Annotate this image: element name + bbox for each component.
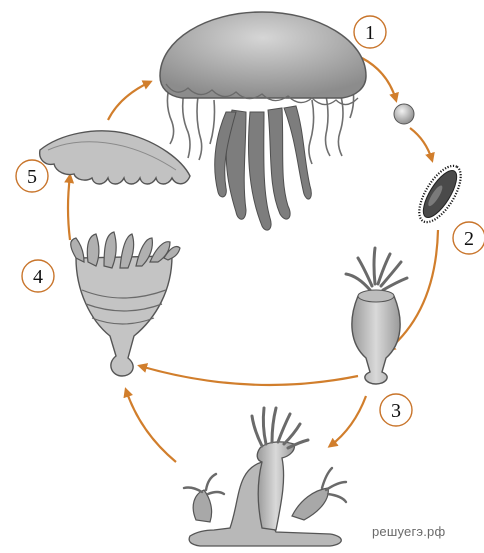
stage-label-2: 2 — [453, 222, 484, 254]
arrow-colony-to-strobila — [126, 390, 176, 462]
polyp-colony-illustration — [184, 408, 346, 546]
ephyra-illustration — [40, 131, 190, 184]
stage-label-1: 1 — [354, 16, 386, 48]
colony-right-bud — [292, 488, 328, 520]
svg-text:5: 5 — [27, 166, 37, 188]
arrow-strobila-to-ephyra — [68, 176, 70, 240]
egg-illustration — [394, 104, 414, 124]
svg-text:2: 2 — [464, 228, 474, 250]
polyp-tentacles — [346, 248, 407, 290]
svg-text:3: 3 — [391, 400, 401, 422]
polyp-illustration — [346, 248, 407, 384]
stage-label-4: 4 — [22, 260, 54, 292]
arrow-polyp-to-strobila — [140, 366, 358, 385]
planula-illustration — [411, 159, 469, 228]
stage-label-3: 3 — [380, 394, 412, 426]
medusa-bell — [160, 12, 366, 98]
arrow-medusa-to-egg — [362, 58, 396, 100]
medusa-illustration — [160, 12, 366, 230]
medusa-oral-arms — [215, 106, 312, 230]
arrow-ephyra-to-medusa — [108, 82, 150, 120]
strobila-illustration — [71, 232, 180, 376]
svg-text:1: 1 — [365, 22, 375, 44]
arrow-branch-to-polyp — [330, 396, 366, 446]
arrow-egg-to-planula — [410, 128, 432, 160]
svg-text:4: 4 — [33, 266, 43, 288]
stage-label-5: 5 — [16, 160, 48, 192]
colony-main-polyp — [257, 442, 294, 530]
watermark: решуегэ.рф — [372, 524, 445, 539]
